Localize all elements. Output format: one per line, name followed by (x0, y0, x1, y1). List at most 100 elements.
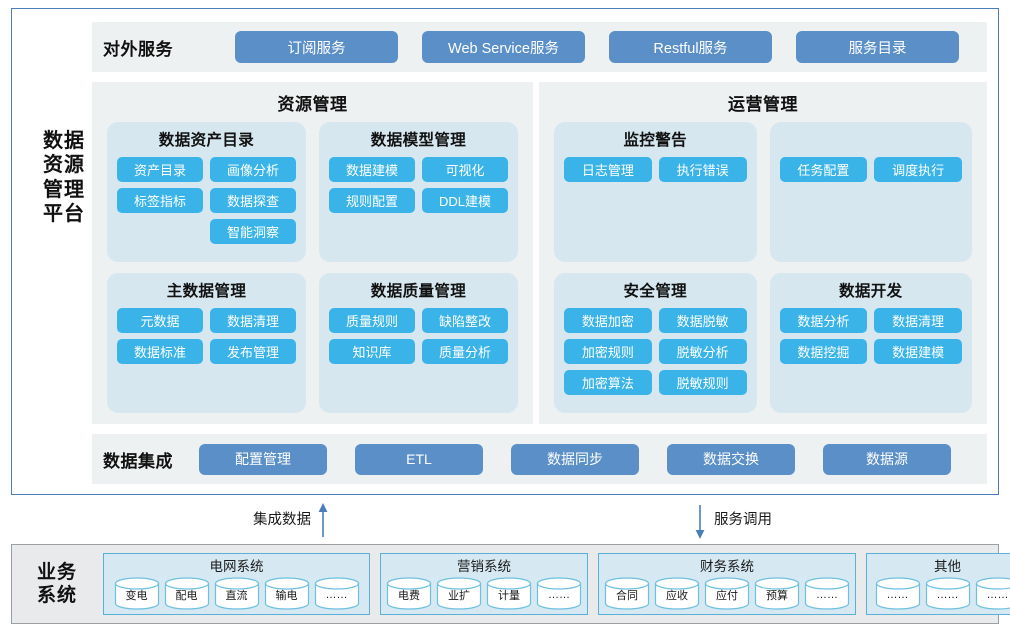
database-icon[interactable]: 预算 (754, 577, 800, 610)
chip-portrait-analysis[interactable]: 画像分析 (210, 157, 296, 182)
business-system-name: 其他 (934, 559, 961, 574)
chip-publish-management[interactable]: 发布管理 (210, 339, 296, 364)
chip-data-exploration[interactable]: 数据探查 (210, 188, 296, 213)
cylinder-icon (975, 577, 1010, 610)
database-row: 变电配电直流输电 …… (109, 577, 364, 610)
cylinder-icon (754, 577, 800, 610)
card-task-scheduling[interactable]: 任务配置 调度执行 (769, 122, 972, 262)
card-grid: 监控警告 日志管理 执行错误 任务配置 调度执行 安全管理 数据加密 数据脱敏 (539, 115, 987, 425)
chip-data-encryption[interactable]: 数据加密 (564, 308, 652, 333)
cylinder-icon (264, 577, 309, 610)
business-system-other[interactable]: 其他 ……………… (866, 553, 1010, 615)
database-icon[interactable]: …… (875, 577, 921, 610)
integration-button-sync[interactable]: 数据同步 (511, 443, 639, 475)
cylinder-icon (164, 577, 209, 610)
chip-data-analysis[interactable]: 数据分析 (779, 308, 868, 333)
chip-masking-rule[interactable]: 脱敏规则 (658, 370, 747, 395)
database-icon[interactable]: 电费 (386, 577, 432, 610)
service-button-subscription[interactable]: 订阅服务 (235, 31, 398, 63)
chip-quality-analysis[interactable]: 质量分析 (422, 339, 508, 364)
chip-data-masking[interactable]: 数据脱敏 (658, 308, 747, 333)
integration-button-source[interactable]: 数据源 (823, 443, 951, 475)
database-icon[interactable]: 计量 (486, 577, 532, 610)
chip-smart-insight[interactable]: 智能洞察 (210, 219, 296, 244)
chip-task-config[interactable]: 任务配置 (779, 157, 868, 182)
chip-encryption-rule[interactable]: 加密规则 (564, 339, 652, 364)
database-icon[interactable]: …… (314, 577, 360, 610)
database-icon[interactable]: 应收 (654, 577, 700, 610)
database-icon[interactable]: …… (975, 577, 1010, 610)
database-icon[interactable]: 配电 (164, 577, 210, 610)
business-system-finance[interactable]: 财务系统 合同应收应付预算…… (598, 553, 856, 615)
database-label: 应收 (666, 590, 688, 602)
card-security-management[interactable]: 安全管理 数据加密 数据脱敏 加密规则 脱敏分析 加密算法 脱敏规则 (554, 273, 757, 413)
chip-visualization[interactable]: 可视化 (422, 157, 508, 182)
chip-data-modeling-dev[interactable]: 数据建模 (874, 339, 962, 364)
service-button-catalog[interactable]: 服务目录 (796, 31, 959, 63)
card-monitoring-alert[interactable]: 监控警告 日志管理 执行错误 (554, 122, 757, 262)
card-data-development[interactable]: 数据开发 数据分析 数据清理 数据挖掘 数据建模 (769, 273, 972, 413)
chip-data-cleaning-dev[interactable]: 数据清理 (874, 308, 962, 333)
database-icon[interactable]: …… (925, 577, 971, 610)
database-icon[interactable]: 应付 (704, 577, 750, 610)
chip-rule-config[interactable]: 规则配置 (329, 188, 415, 213)
chip-masking-analysis[interactable]: 脱敏分析 (658, 339, 747, 364)
chip-data-modeling[interactable]: 数据建模 (329, 157, 415, 182)
chip-data-mining[interactable]: 数据挖掘 (779, 339, 868, 364)
service-button-restful[interactable]: Restful服务 (609, 31, 772, 63)
platform-title-line: 平台 (43, 203, 85, 226)
business-system-grid[interactable]: 电网系统 变电配电直流输电 …… (103, 553, 370, 615)
business-system-name: 电网系统 (209, 559, 264, 574)
cylinder-icon (114, 577, 159, 610)
card-master-data-management[interactable]: 主数据管理 元数据 数据清理 数据标准 发布管理 (107, 273, 306, 413)
database-icon[interactable]: 直流 (214, 577, 260, 610)
chip-placeholder (117, 219, 203, 244)
chip-log-management[interactable]: 日志管理 (564, 157, 652, 182)
integration-button-config[interactable]: 配置管理 (199, 443, 327, 475)
chip-data-standard[interactable]: 数据标准 (117, 339, 203, 364)
chip-data-cleaning[interactable]: 数据清理 (210, 308, 296, 333)
cylinder-icon (604, 577, 650, 610)
database-icon[interactable]: 业扩 (436, 577, 482, 610)
chip-execution-error[interactable]: 执行错误 (658, 157, 747, 182)
card-title: 数据质量管理 (370, 283, 467, 300)
chip-schedule-execution[interactable]: 调度执行 (874, 157, 962, 182)
card-title: 安全管理 (623, 283, 688, 300)
cylinder-icon (486, 577, 532, 610)
database-label: 应付 (716, 590, 738, 602)
chip-encryption-algorithm[interactable]: 加密算法 (564, 370, 652, 395)
database-label: …… (548, 589, 570, 601)
database-label: …… (325, 589, 348, 601)
arrow-group-integrate-data: 集成数据 (253, 497, 329, 544)
chip-knowledge-base[interactable]: 知识库 (329, 339, 415, 364)
chip-ddl-modeling[interactable]: DDL建模 (422, 188, 508, 213)
data-integration-row: 数据集成 配置管理 ETL 数据同步 数据交换 数据源 (92, 434, 987, 484)
business-system-marketing[interactable]: 营销系统 电费业扩计量…… (380, 553, 588, 615)
chip-tag-indicator[interactable]: 标签指标 (117, 188, 203, 213)
database-icon[interactable]: …… (804, 577, 850, 610)
chip-asset-catalog[interactable]: 资产目录 (117, 157, 203, 182)
database-icon[interactable]: …… (536, 577, 582, 610)
cylinder-icon (314, 577, 359, 610)
chip-defect-rectification[interactable]: 缺陷整改 (422, 308, 508, 333)
business-systems-frame: 业务系统 电网系统 变电配电直流输电…… 营销系统 电费业扩计量…… 财务系统 … (11, 544, 1010, 624)
card-data-model-management[interactable]: 数据模型管理 数据建模 可视化 规则配置 DDL建模 (319, 122, 518, 262)
cylinder-icon (214, 577, 259, 610)
integration-button-etl[interactable]: ETL (355, 443, 483, 475)
card-title: 主数据管理 (166, 283, 247, 300)
cylinder-icon (436, 577, 482, 610)
card-title (780, 129, 963, 152)
database-icon[interactable]: 变电 (114, 577, 160, 610)
card-data-quality-management[interactable]: 数据质量管理 质量规则 缺陷整改 知识库 质量分析 (319, 273, 518, 413)
chip-quality-rule[interactable]: 质量规则 (329, 308, 415, 333)
service-button-webservice[interactable]: Web Service服务 (422, 31, 585, 63)
database-icon[interactable]: 输电 (264, 577, 310, 610)
database-icon[interactable]: 合同 (604, 577, 650, 610)
panel-title: 运营管理 (728, 95, 798, 114)
external-services-label: 对外服务 (103, 39, 173, 59)
integration-button-exchange[interactable]: 数据交换 (667, 443, 795, 475)
arrow-zone: 集成数据 服务调用 (0, 497, 1010, 544)
card-data-asset-catalog[interactable]: 数据资产目录 资产目录 画像分析 标签指标 数据探查 智能洞察 (107, 122, 306, 262)
chip-metadata[interactable]: 元数据 (117, 308, 203, 333)
